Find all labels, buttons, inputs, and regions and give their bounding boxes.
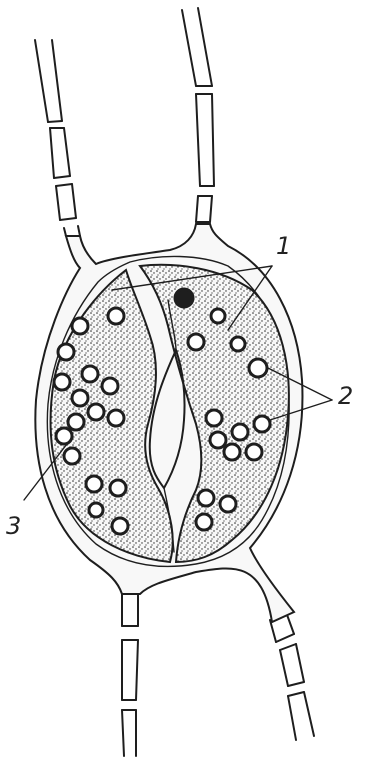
chloroplast: [188, 334, 204, 350]
chloroplast: [58, 344, 74, 360]
chloroplast: [231, 337, 245, 351]
chloroplast: [108, 308, 124, 324]
chloroplast: [232, 424, 248, 440]
chloroplast: [196, 514, 212, 530]
nucleus: [175, 289, 193, 307]
chloroplast: [210, 432, 226, 448]
chloroplast: [68, 414, 84, 430]
chloroplast: [72, 318, 88, 334]
label-1: 1: [276, 232, 291, 260]
chloroplast: [88, 404, 104, 420]
hair-bottom-left: [122, 590, 138, 756]
chloroplast: [110, 480, 126, 496]
chloroplast: [206, 410, 222, 426]
chloroplast: [211, 309, 225, 323]
chloroplast: [102, 378, 118, 394]
chloroplast: [82, 366, 98, 382]
chloroplast: [220, 496, 236, 512]
chloroplast: [224, 444, 240, 460]
hair-bottom-right: [270, 612, 314, 740]
chloroplast: [86, 476, 102, 492]
chloroplast: [64, 448, 80, 464]
chloroplast: [89, 503, 103, 517]
chloroplast: [112, 518, 128, 534]
label-3: 3: [6, 512, 21, 540]
label-2: 2: [338, 382, 353, 410]
chloroplast: [108, 410, 124, 426]
chloroplast: [198, 490, 214, 506]
chloroplast: [246, 444, 262, 460]
hair-top-right: [182, 8, 214, 222]
chloroplast: [254, 416, 270, 432]
hair-top-left: [35, 40, 80, 236]
chloroplast: [249, 359, 267, 377]
chloroplast: [54, 374, 70, 390]
chloroplast: [72, 390, 88, 406]
